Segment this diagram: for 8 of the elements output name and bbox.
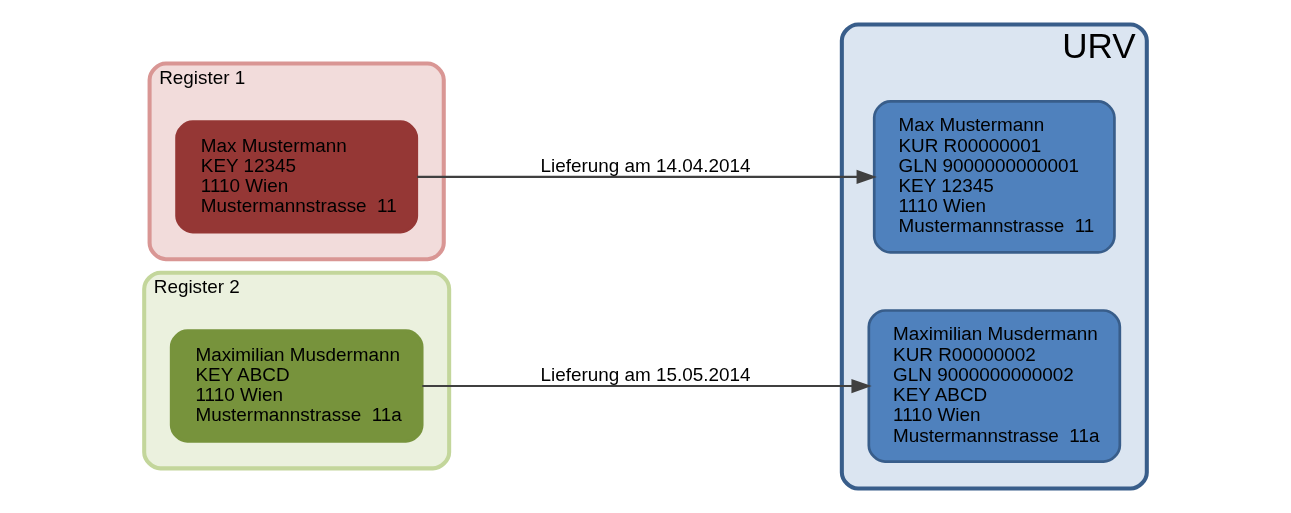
node-box: Max Mustermann KEY 12345 1110 Wien Mustermannstrasse 11	[175, 120, 419, 234]
node-box: Maximilian Musdermann KEY ABCD 1110 Wien Mustermannstrasse 11a	[169, 329, 424, 443]
arrow	[422, 378, 872, 394]
node-box: Max Mustermann KUR R00000001 GLN 9000000000001 KEY 12345 1110 Wien Mustermannstrasse 11	[872, 99, 1116, 254]
arrow	[417, 169, 877, 184]
edge-label: Lieferung am 15.05.2014	[540, 363, 751, 385]
edge-label: Lieferung am 14.04.2014	[540, 154, 751, 176]
node-box: Maximilian Musdermann KUR R00000002 GLN 9000000000002 KEY ABCD 1110 Wien Mustermannstrasse 11a	[867, 309, 1122, 463]
